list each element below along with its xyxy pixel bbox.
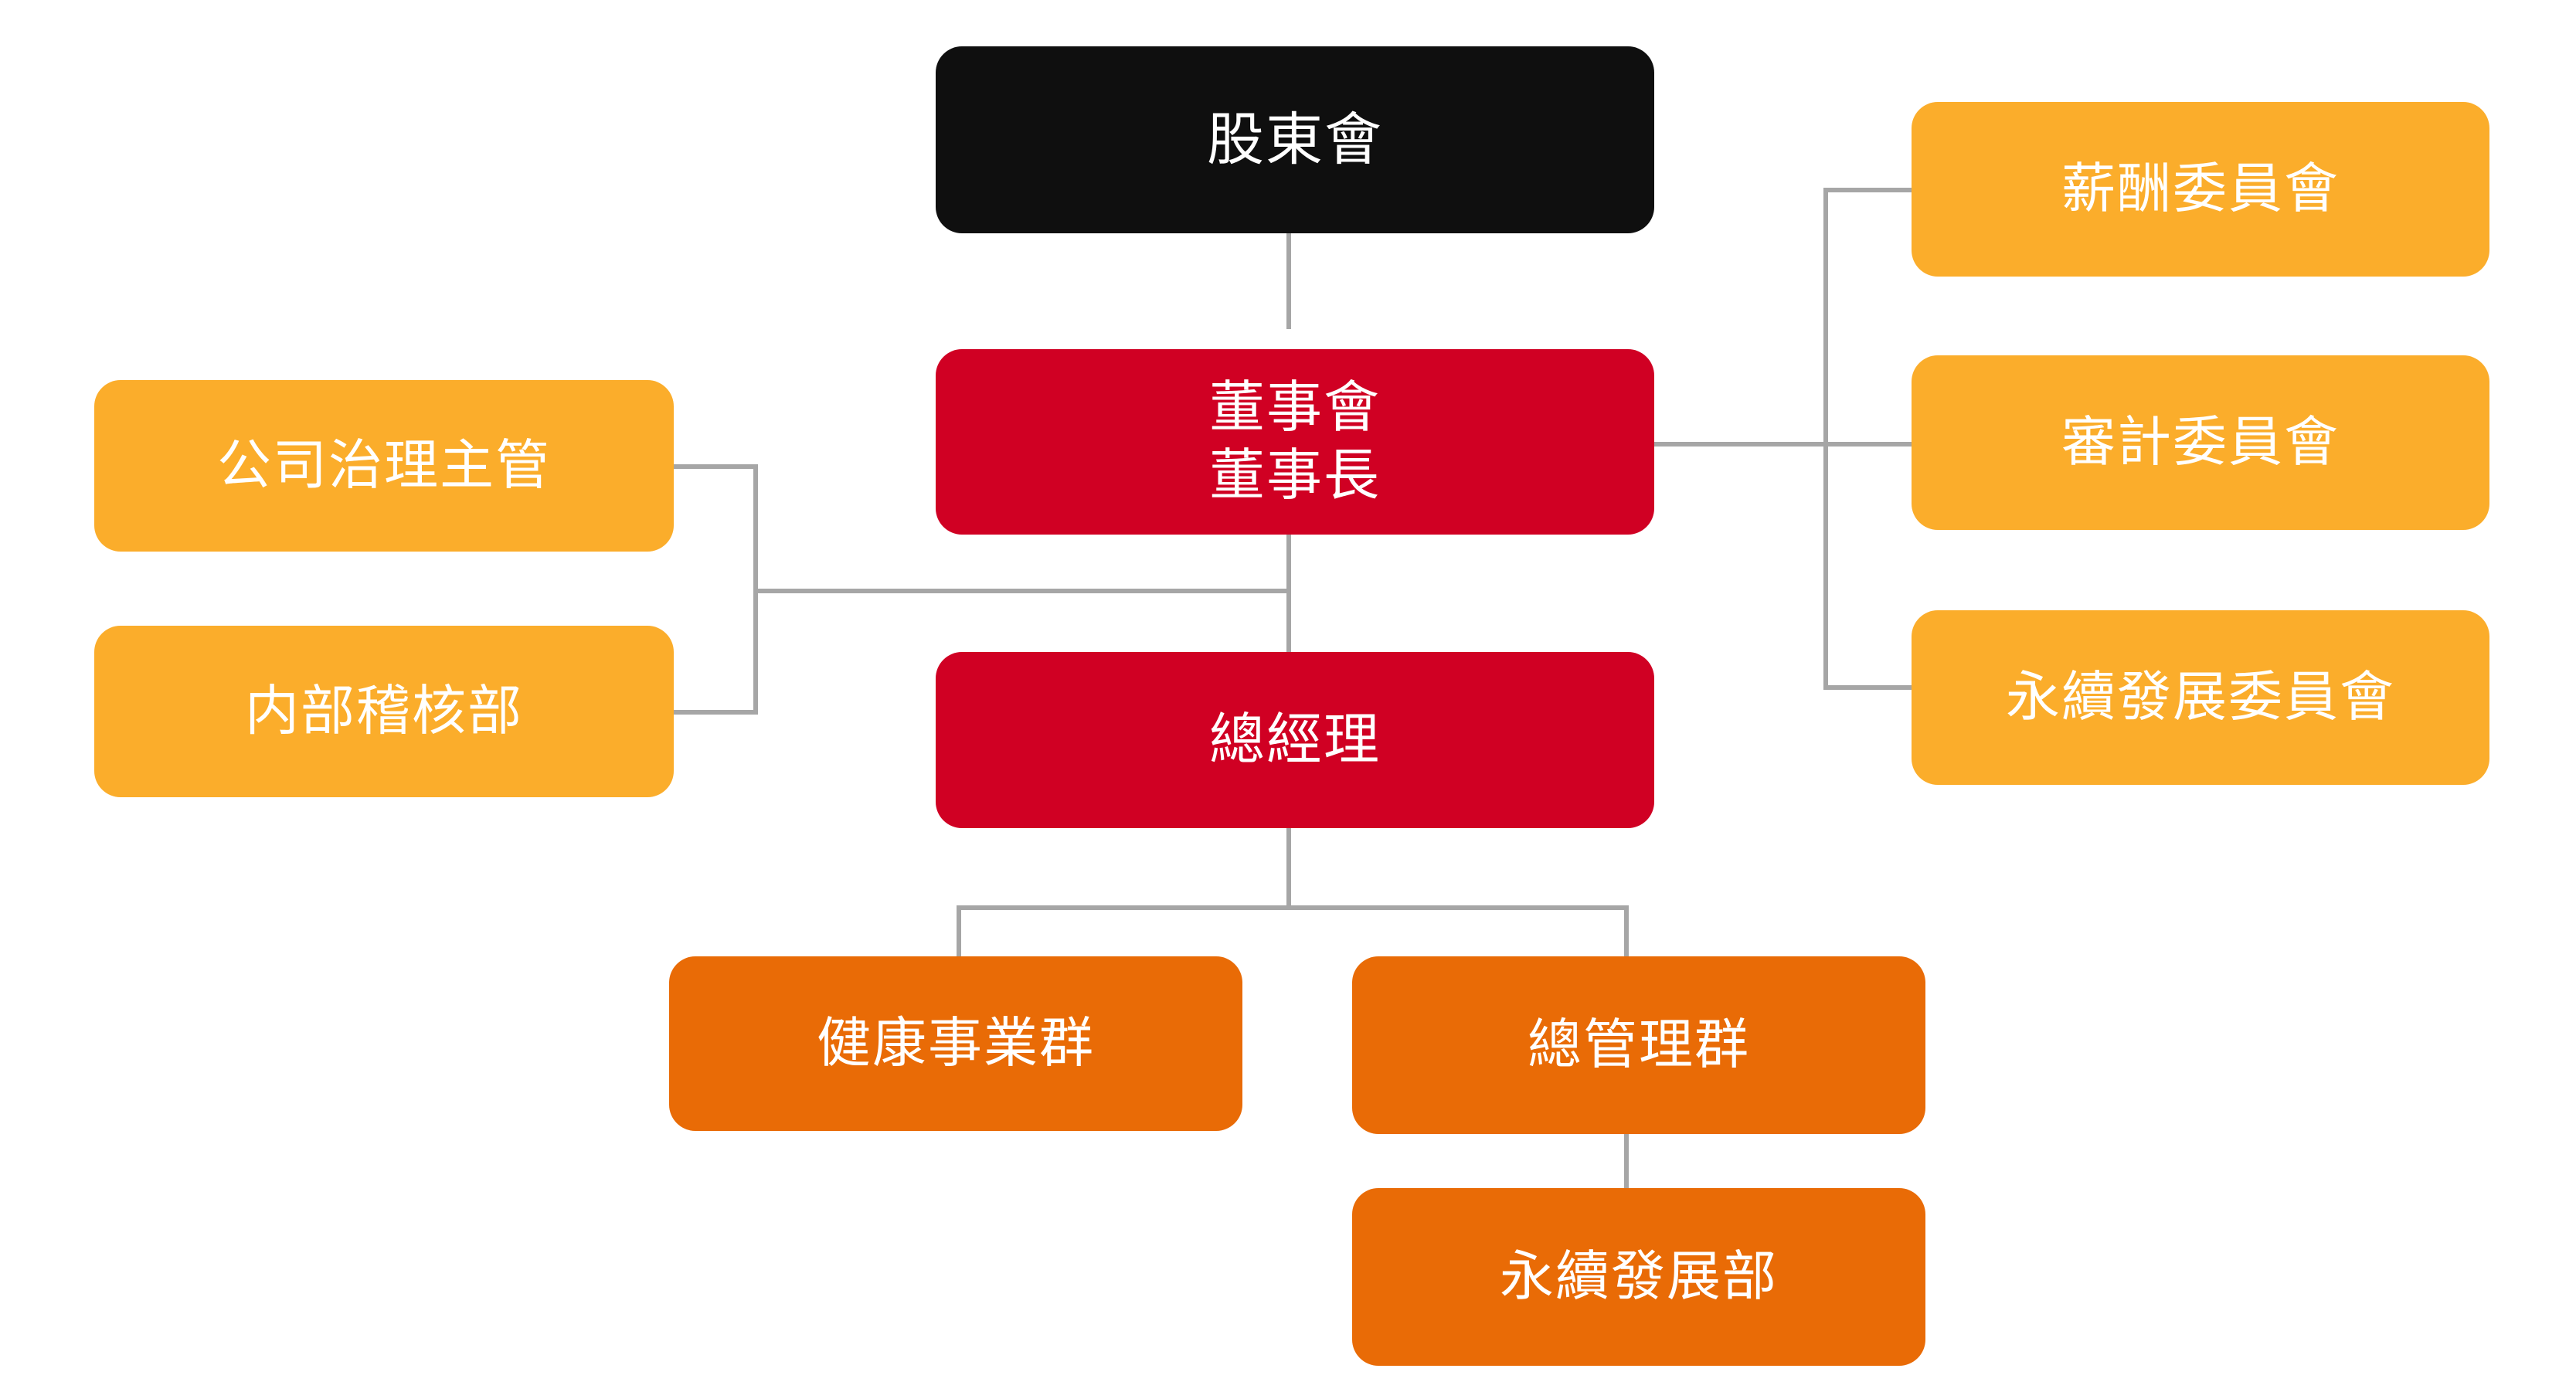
connector-administration-to-sustainability-dept — [1624, 1134, 1629, 1191]
node-audit-committee[interactable]: 審計委員會 — [1912, 355, 2489, 530]
node-sustainability-department-label: 永續發展部 — [1500, 1244, 1778, 1309]
node-board-of-directors-label: 董事會 董事長 — [1208, 375, 1381, 508]
connector-committee-trunk — [1823, 188, 1828, 690]
connector-bus-to-administration-group — [1624, 905, 1629, 959]
node-general-manager[interactable]: 總經理 — [936, 652, 1654, 828]
connector-trunk-to-audit-committee — [1823, 442, 1916, 447]
node-general-administration-group-label: 總管理群 — [1528, 1013, 1750, 1077]
node-compensation-committee[interactable]: 薪酬委員會 — [1912, 102, 2489, 277]
node-sustainability-committee-label: 永續發展委員會 — [2006, 665, 2395, 729]
node-board-of-directors[interactable]: 董事會 董事長 — [936, 349, 1654, 535]
connector-left-trunk-to-spine — [753, 589, 1291, 593]
connector-board-to-committee-trunk — [1636, 442, 1828, 447]
node-internal-audit-department[interactable]: 内部稽核部 — [94, 626, 674, 797]
node-audit-committee-label: 審計委員會 — [2061, 410, 2340, 474]
connector-trunk-to-internal-audit — [667, 710, 758, 715]
node-shareholders-meeting[interactable]: 股東會 — [936, 46, 1654, 233]
node-shareholders-meeting-label: 股東會 — [1207, 106, 1383, 173]
node-health-business-group[interactable]: 健康事業群 — [669, 956, 1242, 1131]
connector-trunk-to-sustainability-committee — [1823, 685, 1916, 690]
node-general-administration-group[interactable]: 總管理群 — [1352, 956, 1925, 1134]
connector-shareholders-to-board — [1286, 232, 1291, 329]
node-corporate-governance-officer[interactable]: 公司治理主管 — [94, 380, 674, 552]
connector-bus-to-health-group — [957, 905, 961, 959]
node-compensation-committee-label: 薪酬委員會 — [2061, 157, 2340, 221]
connector-trunk-to-compensation-committee — [1823, 188, 1916, 192]
connector-trunk-to-governance-officer — [667, 464, 758, 469]
node-sustainability-department[interactable]: 永續發展部 — [1352, 1188, 1925, 1366]
node-health-business-group-label: 健康事業群 — [817, 1011, 1095, 1075]
connector-left-trunk — [753, 464, 758, 715]
node-internal-audit-department-label: 内部稽核部 — [245, 679, 523, 743]
connector-general-manager-down — [1286, 825, 1291, 910]
node-general-manager-label: 總經理 — [1208, 707, 1381, 773]
node-sustainability-committee[interactable]: 永續發展委員會 — [1912, 610, 2489, 785]
connector-group-bus — [957, 905, 1629, 910]
node-corporate-governance-officer-label: 公司治理主管 — [217, 433, 551, 497]
